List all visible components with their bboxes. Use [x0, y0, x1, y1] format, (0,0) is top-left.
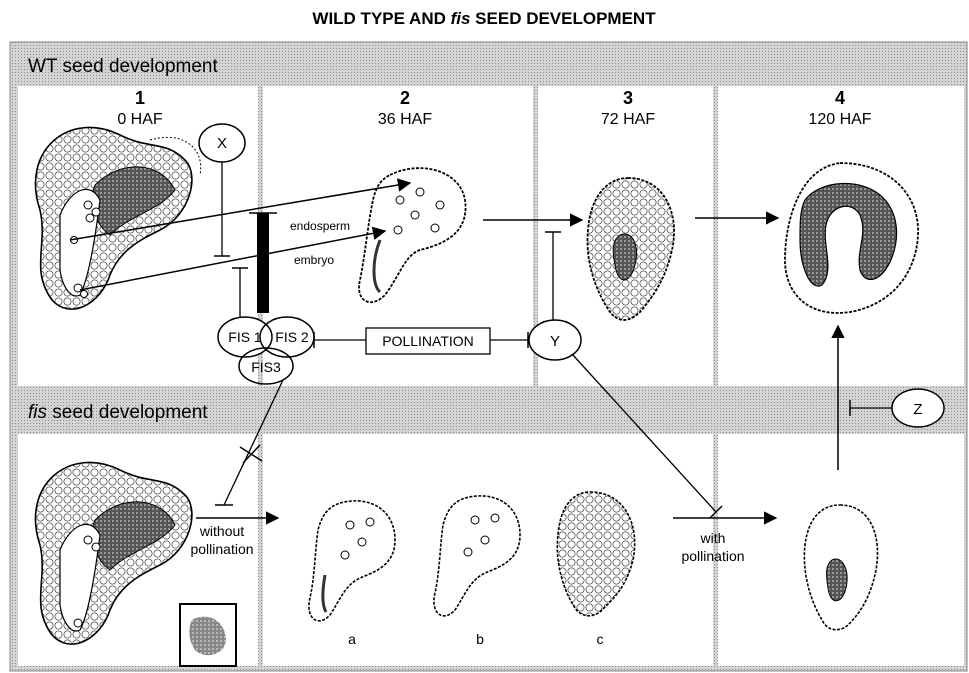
- embryo-label: embryo: [294, 253, 334, 267]
- stage-1-number: 1: [135, 88, 145, 108]
- fis-seed-b-label: b: [476, 631, 484, 647]
- stage-3-time: 72 HAF: [601, 111, 655, 128]
- with-pollination-label-2: pollination: [681, 548, 744, 564]
- with-pollination-label-1: with: [700, 530, 726, 546]
- stage-1-time: 0 HAF: [117, 111, 163, 128]
- stage-4-number: 4: [835, 88, 845, 108]
- node-x-label: X: [217, 135, 227, 152]
- without-pollination-label-1: without: [199, 523, 244, 539]
- signal-bar: [257, 213, 269, 313]
- figure-title: WILD TYPE AND fis SEED DEVELOPMENT: [312, 9, 656, 28]
- endosperm-label: endosperm: [290, 219, 350, 233]
- node-fis1-label: FIS 1: [228, 329, 262, 345]
- node-fis3-label: FIS3: [251, 359, 281, 375]
- wt-section-header: WT seed development: [28, 56, 218, 77]
- without-pollination-label-2: pollination: [190, 541, 253, 557]
- stage-2-time: 36 HAF: [378, 111, 432, 128]
- node-fis2-label: FIS 2: [275, 329, 309, 345]
- fis-section-header: fis seed development: [28, 402, 208, 423]
- node-y-label: Y: [550, 333, 560, 350]
- fis-seed-a-label: a: [348, 631, 356, 647]
- stage-3-number: 3: [623, 88, 633, 108]
- inset-image: [180, 604, 236, 666]
- node-z-label: Z: [913, 401, 922, 418]
- stage-2-number: 2: [400, 88, 410, 108]
- stage-4-time: 120 HAF: [808, 111, 871, 128]
- fis-seed-c-label: c: [597, 631, 604, 647]
- pollination-label: POLLINATION: [382, 333, 474, 349]
